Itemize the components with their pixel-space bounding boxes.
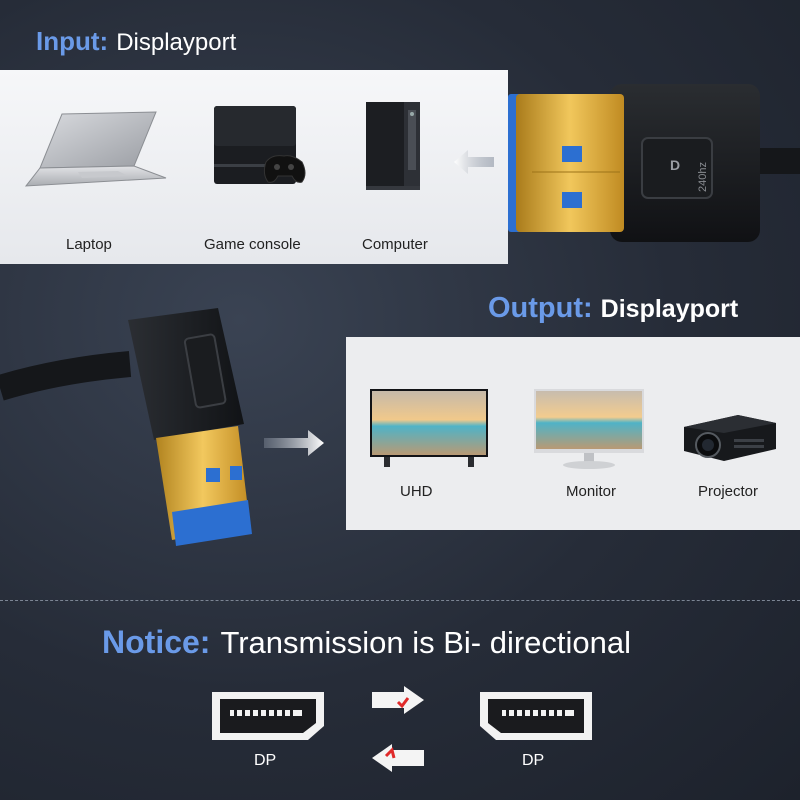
input-heading: Input: Displayport [36, 26, 236, 57]
svg-text:D: D [670, 157, 680, 173]
game-console-icon [214, 106, 306, 184]
output-device-projector-label: Projector [698, 483, 759, 500]
dp-connector-straight: D 240hz [508, 84, 800, 242]
input-heading-key: Input: [36, 26, 109, 56]
input-device-computer: Computer [362, 100, 428, 253]
output-devices-panel: UHD Monitor Projector [346, 337, 800, 530]
dp-port-right-label: DP [522, 752, 545, 769]
input-device-computer-label: Computer [362, 236, 428, 253]
output-heading-key: Output: [488, 292, 593, 324]
output-heading-value: Displayport [600, 295, 739, 323]
input-devices-panel: Laptop Game console Computer [0, 70, 508, 264]
monitor-icon [534, 389, 644, 469]
output-device-monitor: Monitor [532, 387, 646, 500]
arrow-left-icon [454, 150, 494, 174]
notice-heading-key: Notice: [102, 624, 211, 660]
input-device-game-console-label: Game console [204, 236, 301, 253]
dp-port-right-icon [480, 692, 592, 740]
output-heading: Output: Displayport [488, 292, 738, 325]
notice-heading: Notice: Transmission is Bi- directional [102, 624, 631, 661]
input-heading-value: Displayport [116, 29, 237, 56]
bidirectional-arrows-icon [372, 686, 424, 772]
output-device-uhd-label: UHD [400, 483, 433, 500]
output-device-uhd: UHD [368, 387, 490, 500]
input-device-laptop-label: Laptop [66, 236, 112, 253]
computer-tower-icon [366, 102, 420, 190]
output-device-projector: Projector [680, 409, 780, 500]
projector-icon [684, 415, 776, 461]
section-divider [0, 600, 800, 601]
output-device-monitor-label: Monitor [566, 483, 617, 500]
tv-icon [370, 389, 488, 467]
notice-heading-value: Transmission is Bi- directional [220, 625, 632, 660]
input-device-game-console: Game console [204, 102, 310, 253]
input-device-laptop: Laptop [22, 108, 168, 253]
dp-port-left-icon [212, 692, 324, 740]
top-connector-text: 240hz [697, 162, 709, 192]
arrow-right-icon [264, 430, 324, 456]
dp-connector-angled [0, 308, 252, 546]
laptop-icon [24, 111, 167, 187]
dp-port-left-label: DP [254, 752, 277, 769]
